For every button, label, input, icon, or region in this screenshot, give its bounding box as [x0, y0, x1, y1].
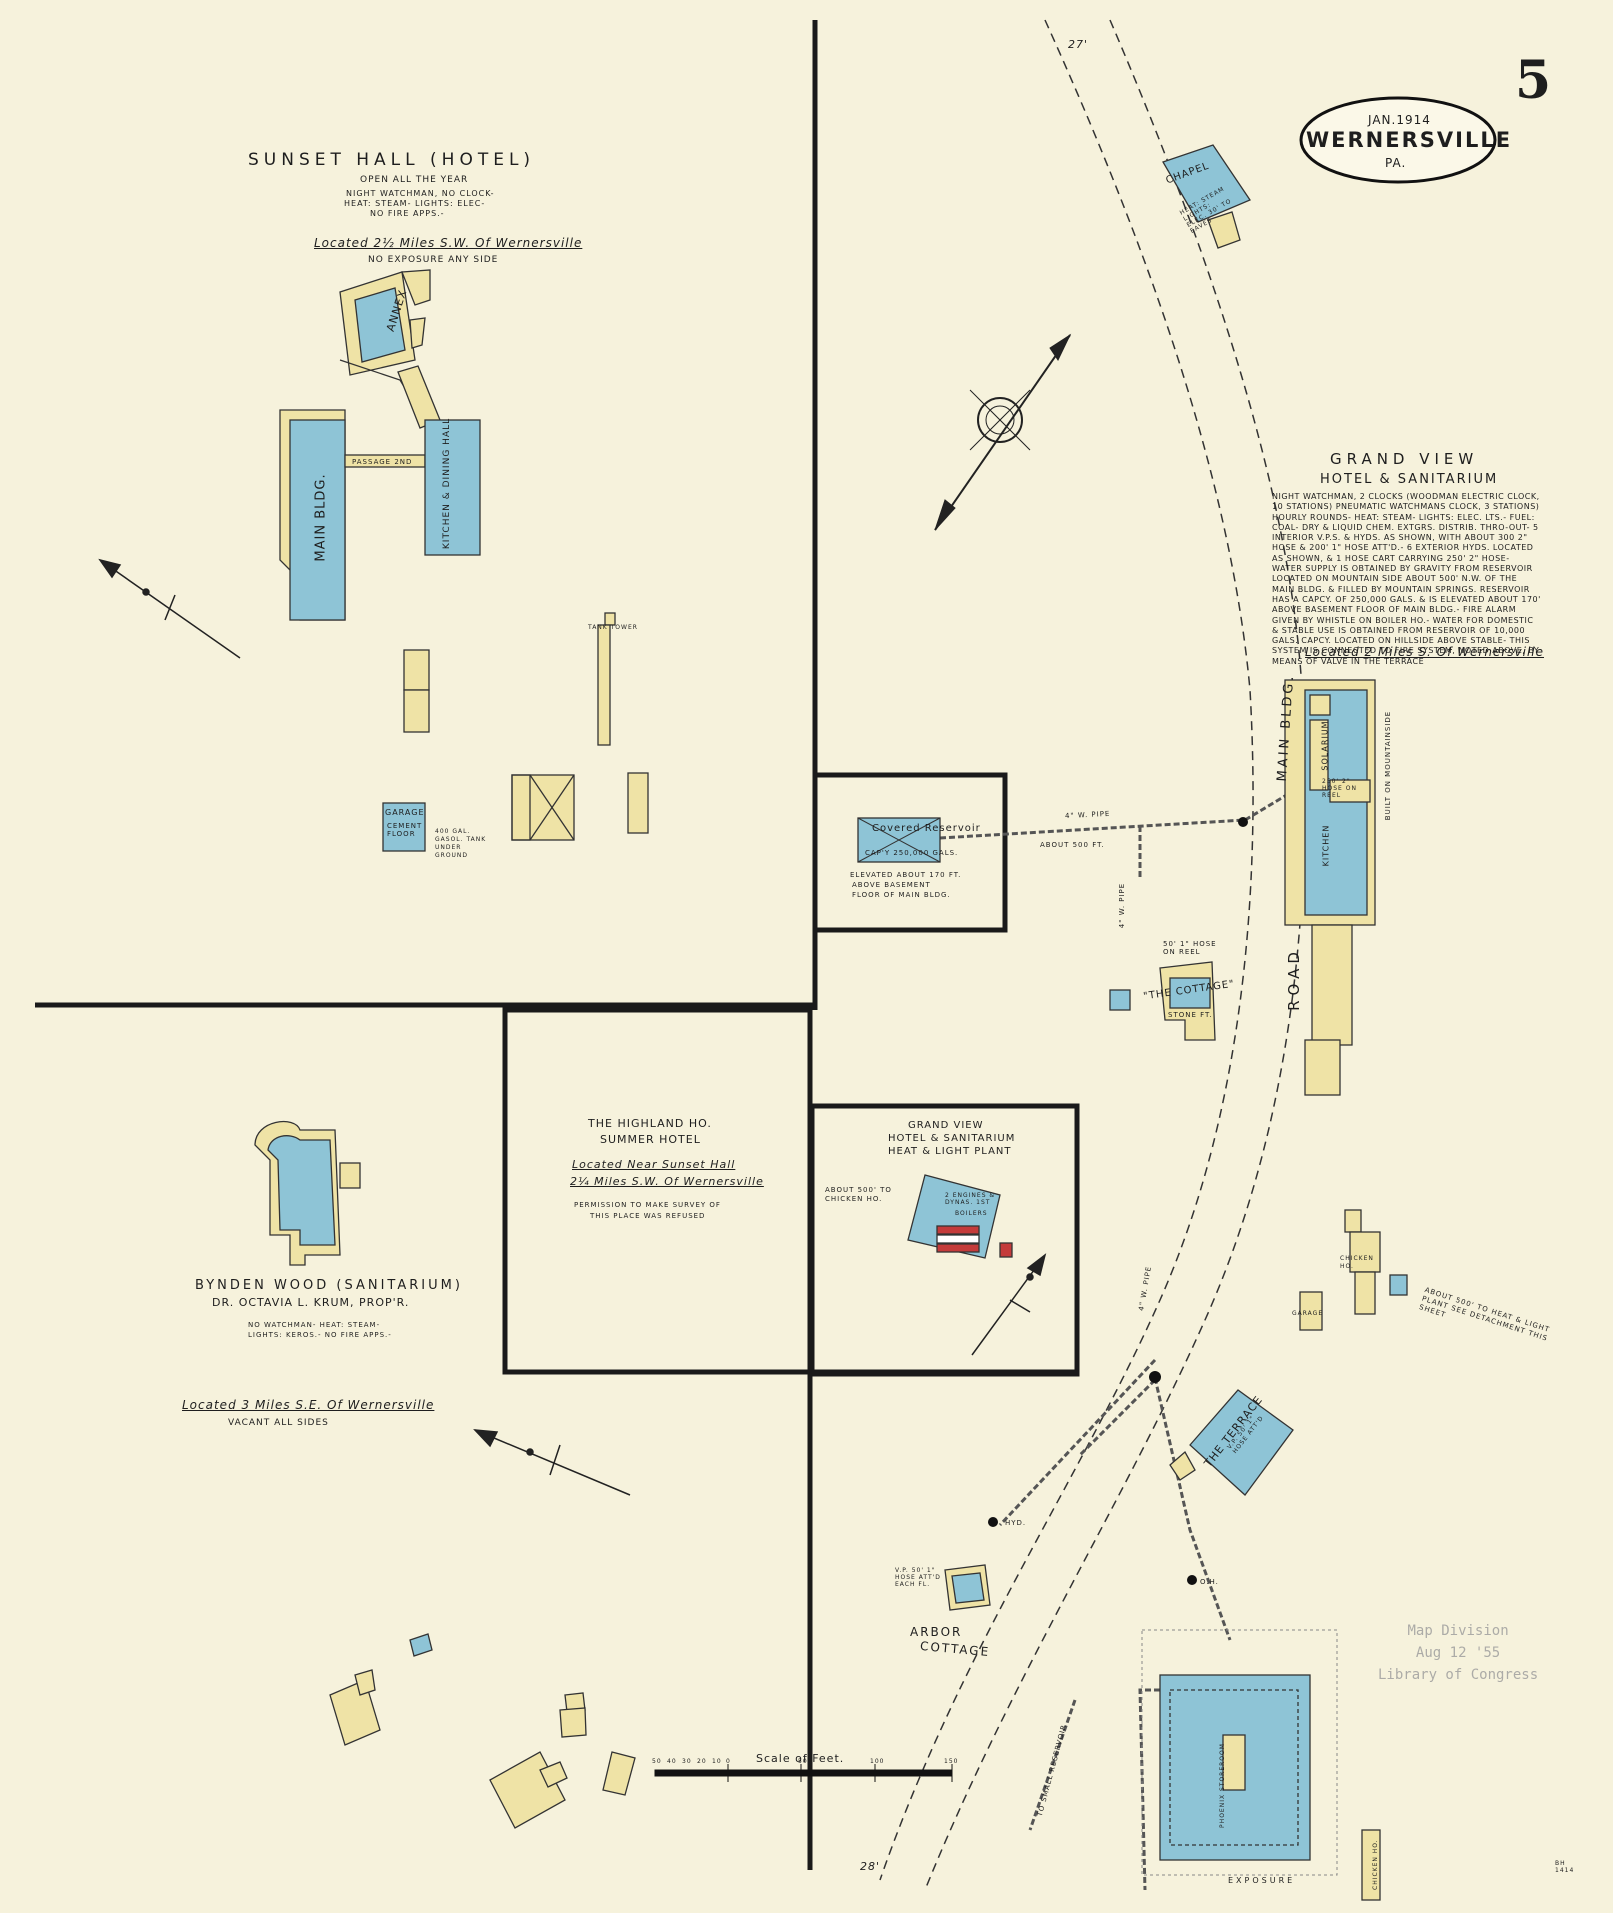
sunset-hall-title: SUNSET HALL (HOTEL): [248, 150, 536, 170]
scale-tick: 100: [870, 1758, 885, 1765]
scale-tick: 10: [712, 1758, 722, 1765]
reservoir-note2: ABOVE BASEMENT: [852, 881, 931, 889]
arbor-label: ARBOR: [910, 1625, 963, 1639]
the-cottage-building: [1109, 961, 1216, 1041]
garage-floor-label: CEMENT FLOOR: [387, 822, 423, 838]
scale-title: Scale of Feet.: [756, 1752, 845, 1765]
grand-view-main-building: [1284, 679, 1376, 1096]
east-side-buildings: [944, 1209, 1408, 1901]
cartouche-state: PA.: [1385, 156, 1407, 170]
compass-rose: [934, 333, 1072, 531]
sunset-hall-line2: NIGHT WATCHMAN, NO CLOCK-: [346, 189, 495, 198]
garage-label: GARAGE: [385, 808, 425, 817]
scale-tick: 0: [726, 1758, 731, 1765]
sunset-hall-line4: NO FIRE APPS.-: [370, 209, 445, 218]
scale-tick: 40: [667, 1758, 677, 1765]
scale-tick: 150: [944, 1758, 959, 1765]
main-bldg-label: MAIN BLDG.: [313, 473, 329, 562]
highland-note2: THIS PLACE WAS REFUSED: [590, 1212, 706, 1220]
water-pipes: [939, 788, 1296, 1891]
north-arrows: [98, 558, 1047, 1496]
bynden-title: BYNDEN WOOD (SANITARIUM): [195, 1278, 463, 1293]
bynden-vacant: VACANT ALL SIDES: [228, 1418, 329, 1428]
exposure-frame: [1141, 1629, 1338, 1876]
kitchen-dining-label: KITCHEN & DINING HALL: [442, 417, 453, 550]
small-outbuildings-southwest: [329, 1633, 636, 1829]
stamp-line2: Aug 12 '55: [1415, 1645, 1501, 1661]
cartouche-date: JAN.1914: [1368, 113, 1431, 127]
chicken-label: CHICKEN HO.: [1340, 1255, 1374, 1270]
tank-tower-label: TANK TOWER: [588, 624, 638, 631]
sunset-hall-exposure: NO EXPOSURE ANY SIDE: [368, 255, 499, 265]
reservoir-name: Covered Reservoir: [872, 823, 981, 834]
chapel-building: [1162, 144, 1251, 249]
scale-tick: 20: [697, 1758, 707, 1765]
solarium-label: SOLARIUM: [1320, 720, 1330, 771]
reservoir-note1: ELEVATED ABOUT 170 FT.: [850, 871, 962, 879]
heat-plant-engines: 2 ENGINES & DYNAS. 1ST: [945, 1192, 996, 1206]
road-width-bottom: 28': [860, 1860, 881, 1873]
sheet-number: 5: [1515, 50, 1553, 111]
corner-code: BH 1414: [1555, 1860, 1575, 1874]
heat-plant-title1: GRAND VIEW: [908, 1120, 984, 1131]
stamp-line3: Library of Congress: [1378, 1667, 1539, 1683]
hydrant-label: HYD.: [1005, 1519, 1027, 1527]
passage-label: PASSAGE 2ND: [352, 458, 413, 466]
grand-view-notes: NIGHT WATCHMAN, 2 CLOCKS (WOODMAN ELECTR…: [1272, 492, 1541, 666]
bynden-location: Located 3 Miles S.E. Of Wernersville: [182, 1398, 435, 1412]
bynden-owner: DR. OCTAVIA L. KRUM, PROP'R.: [212, 1296, 410, 1309]
reservoir-capacity: CAP'Y 250,000 GALS.: [865, 849, 959, 857]
grand-view-subtitle: HOTEL & SANITARIUM: [1320, 472, 1499, 487]
pipe-branch-label: 4" W. PIPE: [1118, 882, 1127, 929]
arbor-note: V.P. 50' 1" HOSE ATT'D EACH FL.: [895, 1567, 941, 1588]
title-cartouche: [1299, 96, 1497, 184]
reservoir-note3: FLOOR OF MAIN BLDG.: [852, 891, 951, 899]
highland-loc1: Located Near Sunset Hall: [572, 1158, 736, 1171]
sunset-hall-line1: OPEN ALL THE YEAR: [360, 175, 469, 185]
pipe-distance-label: ABOUT 500 FT.: [1040, 841, 1105, 849]
grand-view-hose: 250' 2" HOSE ON REEL: [1322, 778, 1357, 799]
scale-bar: [654, 1764, 953, 1782]
library-stamp: Map Division Aug 12 '55 Library of Congr…: [1378, 1620, 1538, 1686]
heat-plant-to-chicken: ABOUT 500' TO CHICKEN HO.: [825, 1186, 892, 1203]
scale-tick: 30: [682, 1758, 692, 1765]
stamp-line1: Map Division: [1407, 1623, 1509, 1639]
cartouche-town: WERNERSVILLE: [1306, 128, 1513, 152]
heat-plant-boiler: BOILERS: [955, 1210, 988, 1217]
scale-tick: 50: [798, 1758, 808, 1765]
scale-ticks: 50 40 30 20 10 0 50 100 150: [652, 1758, 957, 1768]
phoenix-label: PHOENIX STOREROOM: [1218, 1743, 1226, 1828]
scale-tick: 50: [652, 1758, 662, 1765]
highland-note1: PERMISSION TO MAKE SURVEY OF: [574, 1201, 721, 1209]
grand-view-title: GRAND VIEW: [1330, 450, 1479, 468]
chicken-bottom-label: CHICKEN HO.: [1372, 1839, 1379, 1890]
cottage-hose: 50' 1" HOSE ON REEL: [1163, 940, 1217, 956]
highland-loc2: 2¼ Miles S.W. Of Wernersville: [570, 1175, 764, 1188]
road-width-top: 27': [1068, 38, 1089, 51]
bynden-wood-building: [254, 1120, 361, 1266]
gas-tank-label: 400 GAL. GASOL. TANK UNDER GROUND: [435, 828, 487, 859]
grand-view-location: Located 2 Miles S. Of Wernersville: [1305, 645, 1544, 659]
sunset-hall-buildings: [279, 269, 649, 852]
sunset-hall-location: Located 2½ Miles S.W. Of Wernersville: [314, 236, 583, 250]
sunset-hall-line3: HEAT: STEAM- LIGHTS: ELEC-: [344, 199, 486, 208]
highland-line1: THE HIGHLAND HO.: [588, 1117, 712, 1130]
oh-label: O.H.: [1200, 1578, 1219, 1586]
highland-line2: SUMMER HOTEL: [600, 1133, 701, 1146]
bynden-note2: LIGHTS: KEROS.- NO FIRE APPS.-: [248, 1331, 392, 1339]
heat-plant-title2: HOTEL & SANITARIUM: [888, 1133, 1016, 1144]
built-on-mountain: BUILT ON MOUNTAINSIDE: [1384, 710, 1393, 821]
stone-ft-label: STONE FT.: [1168, 1011, 1213, 1019]
heat-plant-title3: HEAT & LIGHT PLANT: [888, 1146, 1012, 1157]
exposure-label: EXPOSURE: [1228, 1876, 1296, 1885]
hydrants: [988, 817, 1248, 1585]
east-garage-label: GARAGE: [1292, 1310, 1324, 1317]
road-edges: [879, 19, 1306, 1891]
bynden-note1: NO WATCHMAN- HEAT: STEAM-: [248, 1321, 381, 1329]
heat-light-plant-building: [907, 1174, 1013, 1259]
kitchen-label: KITCHEN: [1321, 824, 1331, 867]
road-label: ROAD: [1284, 947, 1303, 1011]
sheet-dividers: [35, 20, 1080, 1870]
